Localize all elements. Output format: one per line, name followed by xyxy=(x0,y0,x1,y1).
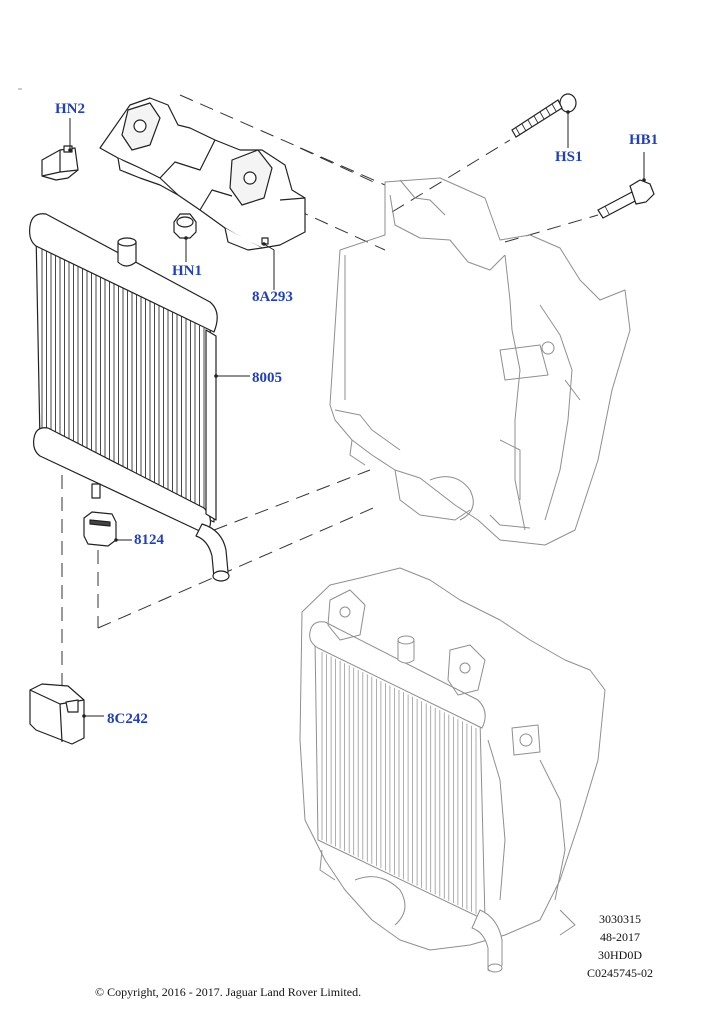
reference-line-2: 48-2017 xyxy=(600,930,640,944)
assembled-radiator-ghost xyxy=(299,567,606,973)
callout-hn2[interactable]: HN2 xyxy=(55,101,85,117)
leader-lines xyxy=(69,112,645,717)
reference-block: 3030315 48-2017 30HD0D C0245745-02 xyxy=(580,910,660,982)
copyright-notice: © Copyright, 2016 - 2017. Jaguar Land Ro… xyxy=(95,985,362,999)
pad-8c242 xyxy=(29,683,85,745)
leader-dots xyxy=(68,110,646,718)
nut-hn1 xyxy=(173,213,197,239)
callout-hs1[interactable]: HS1 xyxy=(555,149,583,165)
callout-8005[interactable]: 8005 xyxy=(252,370,282,386)
callout-hb1[interactable]: HB1 xyxy=(629,132,659,148)
bolt-hb1 xyxy=(597,179,655,219)
upper-bracket-8a293 xyxy=(99,97,306,251)
screw-hs1 xyxy=(511,93,577,138)
callout-8a293[interactable]: 8A293 xyxy=(252,289,293,305)
clip-hn2 xyxy=(41,145,79,181)
callout-8124[interactable]: 8124 xyxy=(134,532,164,548)
reference-line-1: 3030315 xyxy=(599,912,641,926)
callout-hn1[interactable]: HN1 xyxy=(172,263,202,279)
reference-line-4: C0245745-02 xyxy=(587,966,653,980)
fan-shroud-ghost xyxy=(329,177,631,546)
assembly-guide-lines xyxy=(61,94,599,690)
reference-line-3: 30HD0D xyxy=(598,948,642,962)
radiator-8005 xyxy=(29,213,230,582)
callout-8c242[interactable]: 8C242 xyxy=(107,711,148,727)
mount-8124 xyxy=(83,511,117,547)
